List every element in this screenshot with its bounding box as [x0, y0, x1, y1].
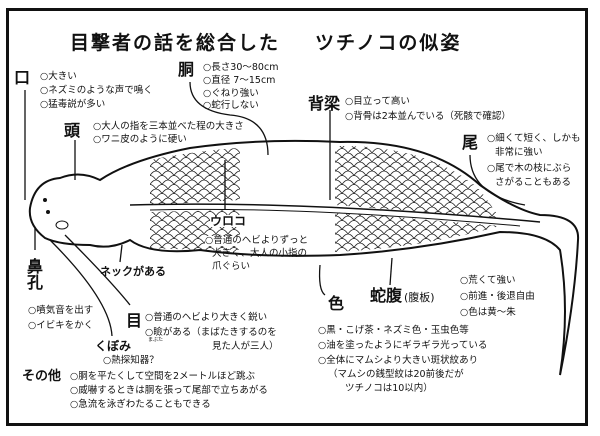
tail-label: 尾 — [462, 133, 479, 152]
color-note: ○黒・こげ茶・ネズミ色・玉虫色等 — [318, 325, 469, 336]
eye-note: ○瞼がある（まばたきするのを — [145, 327, 277, 338]
torso-note: ○長さ30〜80cm — [203, 62, 279, 73]
head-note: ○ワニ皮のように硬い — [93, 134, 187, 145]
other-note: ○胴を平たくして空間を2メートルほど跳ぶ — [70, 371, 256, 382]
color-note: ○全体にマムシより大きい斑状紋あり — [318, 355, 479, 366]
pit-label: くぼみ — [95, 339, 132, 353]
scales-note: 爪ぐらい — [212, 261, 251, 272]
head-label: 頭 — [64, 121, 81, 140]
scale-pattern-rear-lower — [335, 212, 500, 252]
scale-pattern-front — [150, 148, 240, 205]
eye-ruby: まぶた — [148, 337, 164, 343]
nostril-label: 鼻孔 — [24, 258, 43, 290]
color-note: ツチノコは10以内） — [345, 383, 433, 394]
color-note: （マムシの銭型紋は20前後だが — [328, 369, 464, 380]
eye-note: 見た人が三人） — [212, 341, 279, 352]
scales-note: ○普通のヘビよりずっと — [205, 235, 309, 246]
mouth-label: 口 — [14, 68, 31, 87]
head-note: ○大人の指を三本並べた程の大きさ — [93, 121, 244, 132]
color-note: ○油を塗ったようにギラギラ光っている — [318, 340, 488, 351]
title-part1: 目撃者の話を総合した — [70, 32, 281, 54]
belly-sublabel: (腹板) — [404, 291, 435, 304]
diagram-frame — [6, 8, 588, 426]
mouth-note: ○ネズミのような声で鳴く — [40, 85, 153, 96]
torso-note: ○蛇行しない — [203, 100, 259, 111]
spine-note: ○目立って高い — [345, 96, 410, 107]
pit-note: ○熱探知器？ — [103, 355, 159, 366]
torso-note: ○ぐねり強い — [203, 88, 259, 99]
other-note: ○急流を泳ぎわたることもできる — [70, 399, 211, 410]
scales-note: 大きく、大人の小指の — [212, 248, 308, 259]
spine-label: 背梁 — [308, 94, 341, 113]
mouth-note: ○大きい — [40, 71, 77, 82]
belly-note: ○色は黄〜朱 — [460, 307, 516, 318]
other-label: その他 — [22, 369, 62, 384]
scale-pattern-rear — [335, 145, 500, 218]
neck-label: ネックがある — [100, 265, 166, 278]
belly-note: ○荒くて強い — [460, 275, 516, 286]
color-label: 色 — [328, 294, 345, 313]
torso-note: ○直径 7〜15cm — [203, 75, 276, 86]
tail-note: 非常に強い — [495, 147, 543, 158]
spine-note: ○背骨は2本並んでいる（死骸で確認） — [345, 111, 511, 122]
belly-label: 蛇腹 — [370, 286, 403, 305]
nostril-note: ○イビキをかく — [28, 320, 94, 331]
eye-note: ○普通のヘビより大きく鋭い — [145, 312, 268, 323]
tail-note: ○尾で木の枝にぶら — [487, 163, 572, 174]
mouth-note: ○猛毒説が多い — [40, 99, 106, 110]
tail-note: さがることもある — [495, 177, 572, 188]
belly-note: ○前進・後退自由 — [460, 291, 535, 302]
tail-note: ○細くて短く、しかも — [487, 133, 581, 144]
eye-label: 目 — [126, 311, 143, 330]
nostril-note: ○噴気音を出す — [28, 305, 94, 316]
scales-label: ウロコ — [210, 214, 247, 228]
torso-label: 胴 — [178, 60, 195, 79]
leader-lines — [24, 81, 526, 337]
other-note: ○威嚇するときは胴を張って尾部で立ちあがる — [70, 385, 268, 396]
title-part2: ツチノコの似姿 — [315, 32, 462, 54]
